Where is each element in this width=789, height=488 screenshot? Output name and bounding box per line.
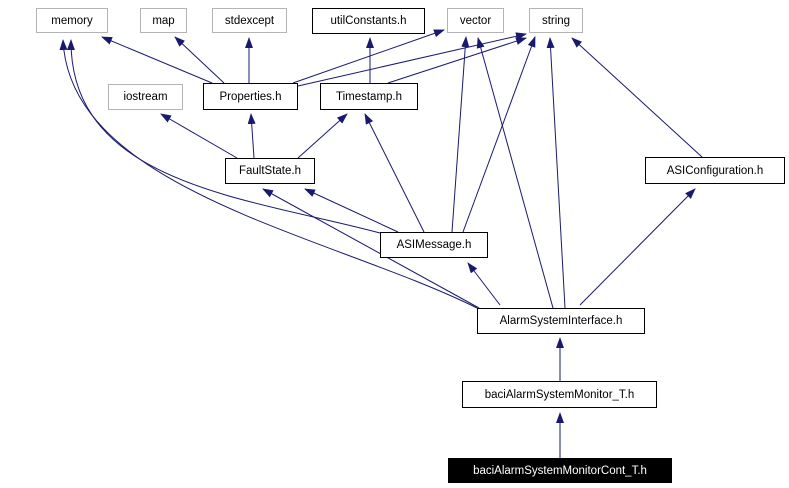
node-vector[interactable]: vector [447,8,504,33]
edge-faultstate-to-timestamp [297,113,348,159]
edge-interface-to-asiconfiguration [579,188,696,306]
edge-asimessage-to-vector [451,36,470,233]
node-memory[interactable]: memory [36,8,108,33]
edge-asimessage-to-memory [66,39,381,234]
edge-properties-to-map [174,36,225,84]
node-timestamp[interactable]: Timestamp.h [320,83,418,110]
edge-interface-to-faultstate [262,188,480,309]
node-utilconstants[interactable]: utilConstants.h [312,8,425,34]
edge-interface-to-string [546,37,566,309]
node-string[interactable]: string [529,8,583,33]
edge-asimessage-to-timestamp [364,113,425,233]
node-properties[interactable]: Properties.h [203,83,298,110]
node-asimessage[interactable]: ASIMessage.h [380,232,488,258]
node-asiconfiguration[interactable]: ASIConfiguration.h [645,157,785,184]
node-faultstate[interactable]: FaultState.h [225,158,315,184]
edge-asimessage-to-faultstate [304,188,399,233]
edge-timestamp-to-string [387,37,527,84]
edge-faultstate-to-properties [247,113,256,159]
edge-properties-to-string [297,32,527,87]
node-map[interactable]: map [140,8,187,33]
edge-asiconfiguration-to-string [571,37,703,158]
node-alarmsysteminterface[interactable]: AlarmSystemInterface.h [477,308,645,334]
edge-properties-to-memory [101,36,213,84]
node-bacialarmsystemmonitor[interactable]: baciAlarmSystemMonitor_T.h [462,381,657,408]
edge-faultstate-to-iostream [160,113,238,159]
edge-properties-to-vector [292,29,445,84]
node-bacialarmsystemmonitorcont: baciAlarmSystemMonitorCont_T.h [448,458,672,483]
node-iostream[interactable]: iostream [108,84,183,110]
edge-interface-to-asimessage [467,262,501,306]
node-stdexcept[interactable]: stdexcept [212,8,287,33]
edge-asimessage-to-string [462,36,536,233]
edge-interface-to-memory [59,39,478,309]
edge-interface-to-vector [476,37,554,309]
